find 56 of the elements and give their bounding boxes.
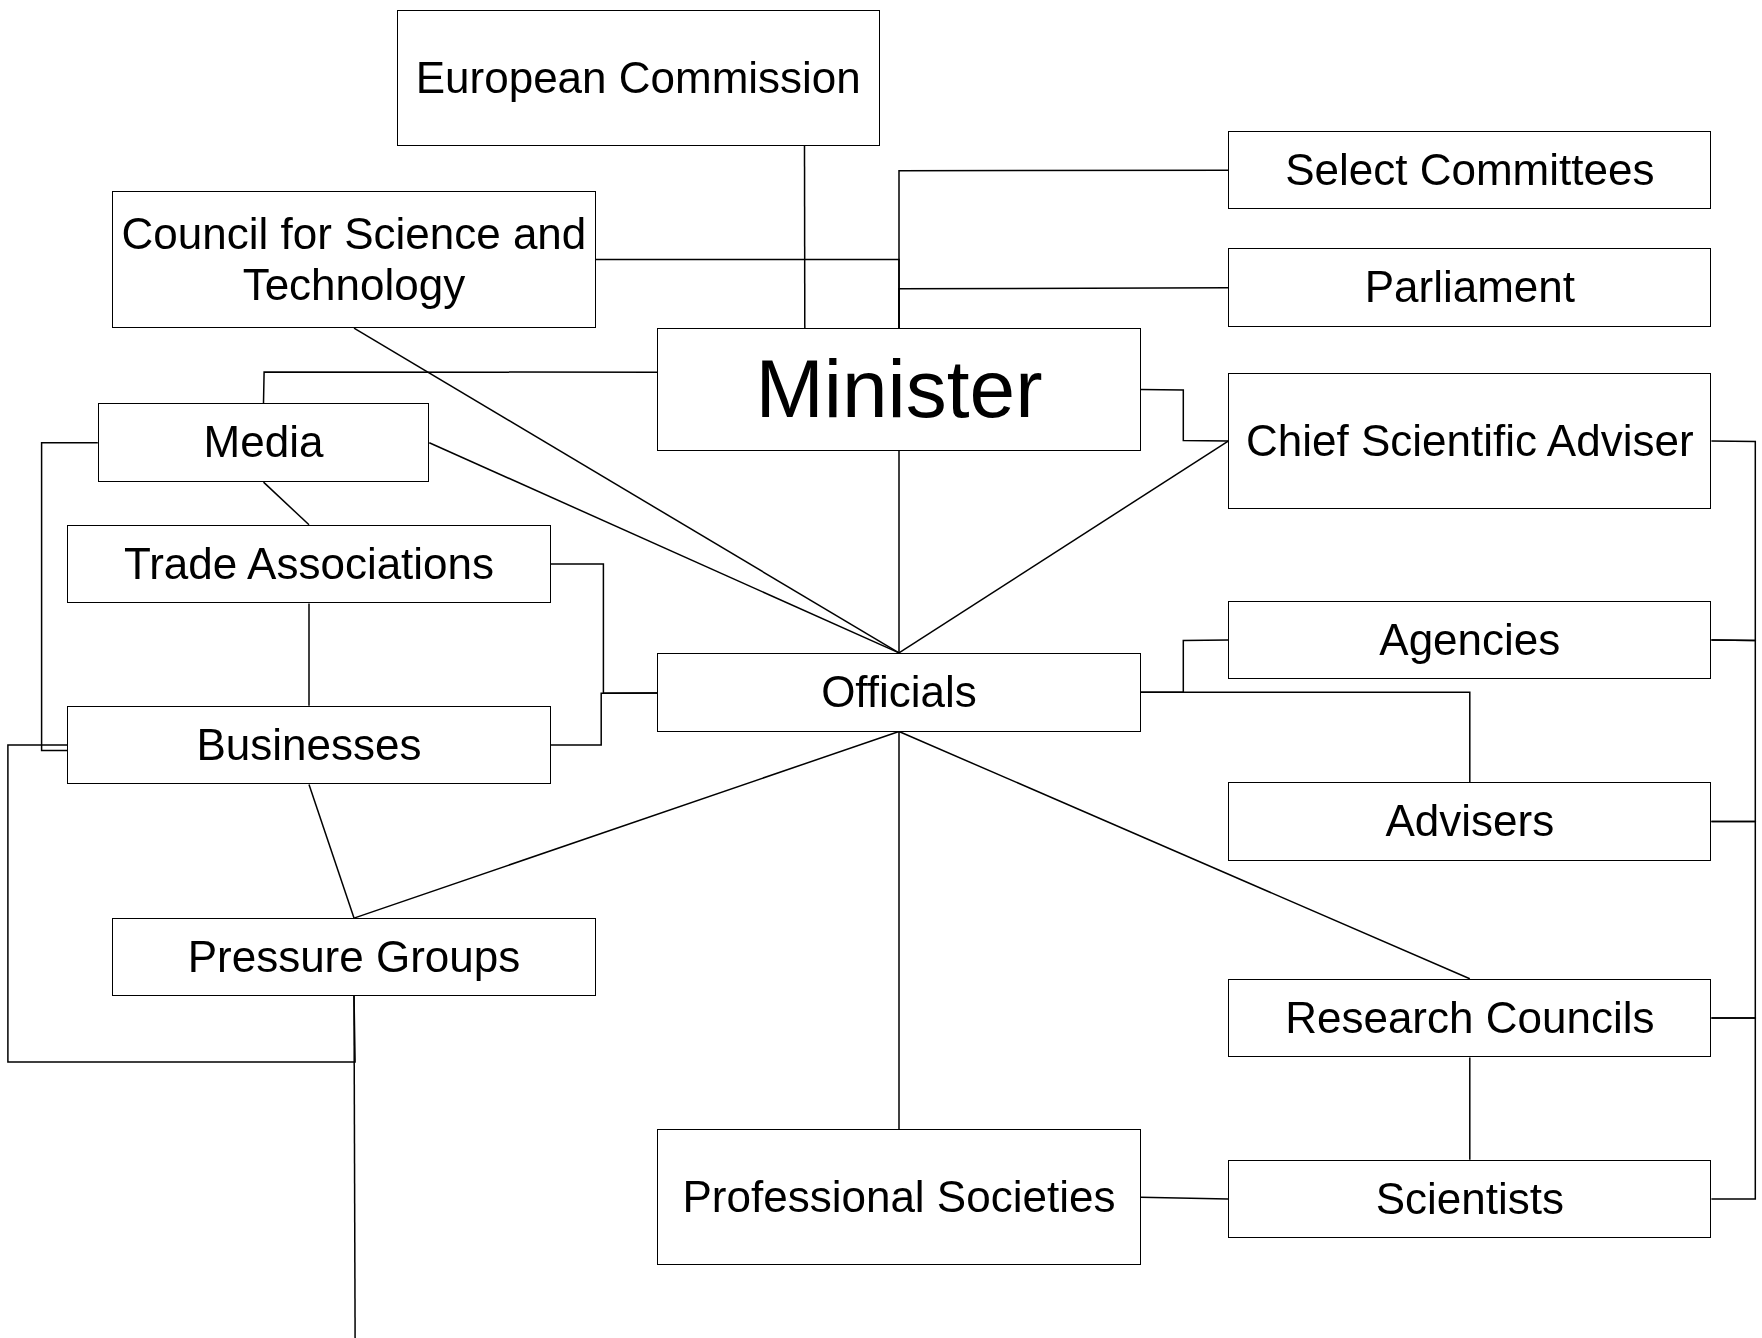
connector-line bbox=[898, 730, 1471, 980]
connector-line bbox=[898, 449, 900, 654]
connector-line bbox=[1710, 440, 1757, 642]
entity-box bbox=[1228, 601, 1712, 679]
connector-line bbox=[262, 481, 310, 526]
entity-box bbox=[1228, 131, 1712, 209]
connector-line bbox=[428, 441, 900, 654]
connector-line bbox=[7, 744, 356, 1063]
entity-label: Select Committees bbox=[1285, 144, 1655, 196]
entity-box bbox=[112, 191, 596, 329]
connector-line bbox=[898, 730, 900, 1131]
entity-box bbox=[1228, 978, 1712, 1058]
entity-label: Businesses bbox=[196, 719, 422, 771]
connector-line bbox=[40, 441, 99, 752]
entity-label: Minister bbox=[755, 342, 1043, 437]
connector-line bbox=[1139, 1196, 1229, 1200]
connector-line bbox=[1139, 691, 1471, 783]
entity-label: Research Councils bbox=[1285, 992, 1655, 1044]
entity-label: Trade Associations bbox=[123, 538, 495, 590]
entity-label: Scientists bbox=[1375, 1173, 1564, 1225]
entity-label: Chief Scientific Adviser bbox=[1246, 415, 1694, 467]
connector-line bbox=[594, 258, 900, 329]
entity-box bbox=[657, 1129, 1141, 1266]
entity-box bbox=[67, 705, 551, 785]
entity-label: Officials bbox=[821, 666, 977, 718]
connector-line bbox=[1139, 388, 1229, 442]
connector-line bbox=[308, 602, 310, 707]
entity-box bbox=[657, 652, 1141, 732]
entity-box bbox=[1228, 782, 1712, 861]
entity-box bbox=[396, 10, 880, 147]
connector-line bbox=[898, 440, 1229, 654]
entity-label: Media bbox=[203, 417, 324, 469]
connector-line bbox=[549, 692, 659, 746]
connector-line bbox=[308, 783, 355, 919]
entity-label: Professional Societies bbox=[682, 1172, 1116, 1223]
entity-label: European Commission bbox=[415, 52, 861, 104]
entity-label: Council for Science and Technology bbox=[121, 209, 587, 311]
connector-line bbox=[1710, 820, 1757, 1019]
connector-line bbox=[353, 730, 900, 919]
connector-line bbox=[1710, 639, 1757, 823]
entity-box bbox=[67, 524, 551, 604]
entity-box bbox=[97, 403, 430, 483]
entity-box bbox=[1228, 373, 1712, 510]
entity-box bbox=[657, 328, 1141, 451]
connector-line bbox=[1469, 1056, 1471, 1161]
connector-line bbox=[353, 994, 356, 1338]
entity-label: Advisers bbox=[1385, 796, 1555, 847]
connector-line bbox=[1710, 1017, 1757, 1200]
entity-label: Pressure Groups bbox=[187, 931, 521, 983]
connector-line bbox=[803, 145, 806, 329]
connector-line bbox=[262, 371, 659, 405]
entity-box bbox=[112, 918, 596, 996]
entity-label: Agencies bbox=[1379, 614, 1561, 666]
entity-box bbox=[1228, 1159, 1712, 1239]
entity-label: Parliament bbox=[1364, 262, 1575, 313]
entity-box bbox=[1228, 248, 1712, 327]
